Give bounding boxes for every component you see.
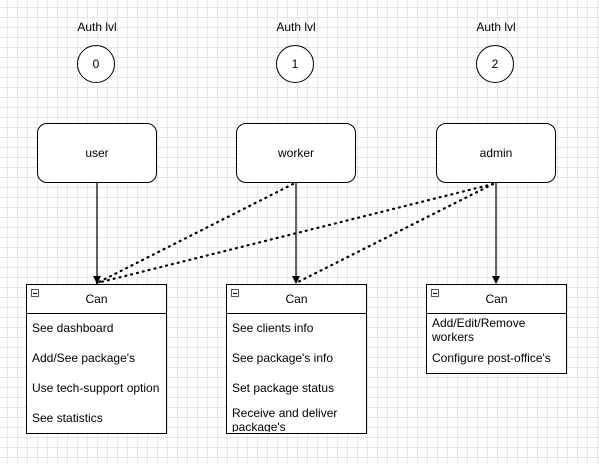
- permission-box-header: Can: [27, 285, 166, 314]
- permission-item: See clients info: [232, 321, 314, 335]
- dotted-edge-worker-to-user-box: [95, 182, 295, 285]
- collapse-icon[interactable]: [31, 289, 39, 297]
- permission-item: workers: [432, 330, 475, 344]
- permission-box-title: Can: [85, 292, 108, 306]
- permission-item: Add/Edit/Remove: [432, 316, 526, 330]
- role-node-worker: worker: [236, 123, 356, 183]
- role-node-user: user: [37, 123, 157, 183]
- auth-level-circle-0: 0: [77, 45, 115, 83]
- collapse-icon[interactable]: [231, 289, 239, 297]
- collapse-icon[interactable]: [431, 289, 439, 297]
- permission-box-user: Can See dashboard Add/See package's Use …: [26, 284, 167, 434]
- auth-level-circle-1: 1: [276, 45, 314, 83]
- auth-level-label-2: Auth lvl: [476, 20, 516, 34]
- permission-item: Configure post-office's: [432, 351, 551, 365]
- permission-box-worker: Can See clients info See package's info …: [226, 284, 367, 434]
- permission-box-title: Can: [485, 292, 508, 306]
- auth-level-label-0: Auth lvl: [77, 20, 117, 34]
- auth-level-label-1: Auth lvl: [276, 20, 316, 34]
- permission-item: Use tech-support option: [32, 381, 160, 395]
- permission-item: package's: [232, 420, 286, 432]
- role-node-admin: admin: [436, 123, 556, 183]
- permission-box-admin: Can Add/Edit/Remove workers Configure po…: [426, 284, 567, 374]
- permission-item: Set package status: [232, 381, 335, 395]
- permission-item: See statistics: [32, 411, 103, 425]
- permission-box-header: Can: [227, 285, 366, 314]
- permission-item: Receive and deliver: [232, 406, 338, 420]
- dotted-edge-admin-to-worker-box: [294, 182, 495, 285]
- permission-item: See dashboard: [32, 321, 114, 335]
- permission-box-title: Can: [285, 292, 308, 306]
- permission-box-header: Can: [427, 285, 566, 314]
- dotted-edge-admin-to-user-box: [95, 182, 495, 285]
- auth-level-circle-2: 2: [476, 45, 514, 83]
- permission-item: See package's info: [232, 351, 334, 365]
- permission-item: Add/See package's: [32, 351, 136, 365]
